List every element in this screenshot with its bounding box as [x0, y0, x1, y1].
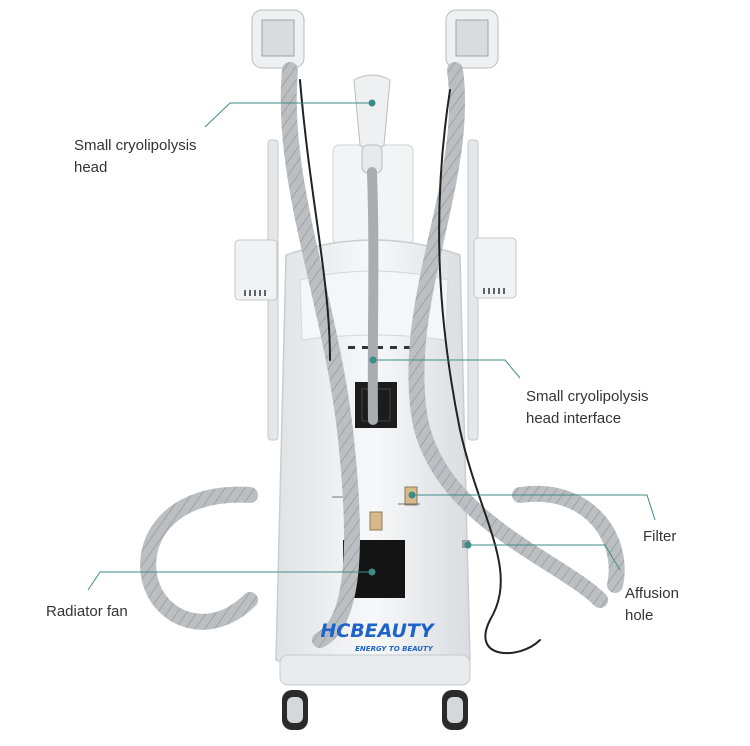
label-line: Radiator fan	[46, 603, 128, 620]
label-line: head interface	[526, 410, 622, 427]
brand-logo: HCBEAUTY	[320, 620, 436, 642]
hoses	[140, 62, 625, 655]
label-radiator-fan: Radiator fan	[46, 601, 128, 623]
brand-tagline: ENERGY TO BEAUTY	[355, 645, 434, 653]
label-filter: Filter	[643, 526, 676, 548]
label-line: head	[74, 159, 108, 176]
label-small-cryolipolysis-head: Small cryolipolysis head	[74, 135, 197, 179]
label-line: Affusion	[625, 585, 679, 602]
label-line: Filter	[643, 528, 677, 545]
leader-lines	[87, 99, 656, 591]
side-heads	[234, 237, 517, 301]
label-line: hole	[625, 607, 654, 624]
label-line: Small cryolipolysis	[526, 388, 649, 405]
wheels	[282, 690, 468, 730]
indicator-lights	[348, 346, 411, 349]
label-affusion-hole: Affusion hole	[625, 583, 679, 627]
cryolipolysis-handles	[251, 9, 499, 174]
label-line: Small cryolipolysis	[74, 137, 197, 154]
label-head-interface: Small cryolipolysis head interface	[526, 386, 649, 430]
